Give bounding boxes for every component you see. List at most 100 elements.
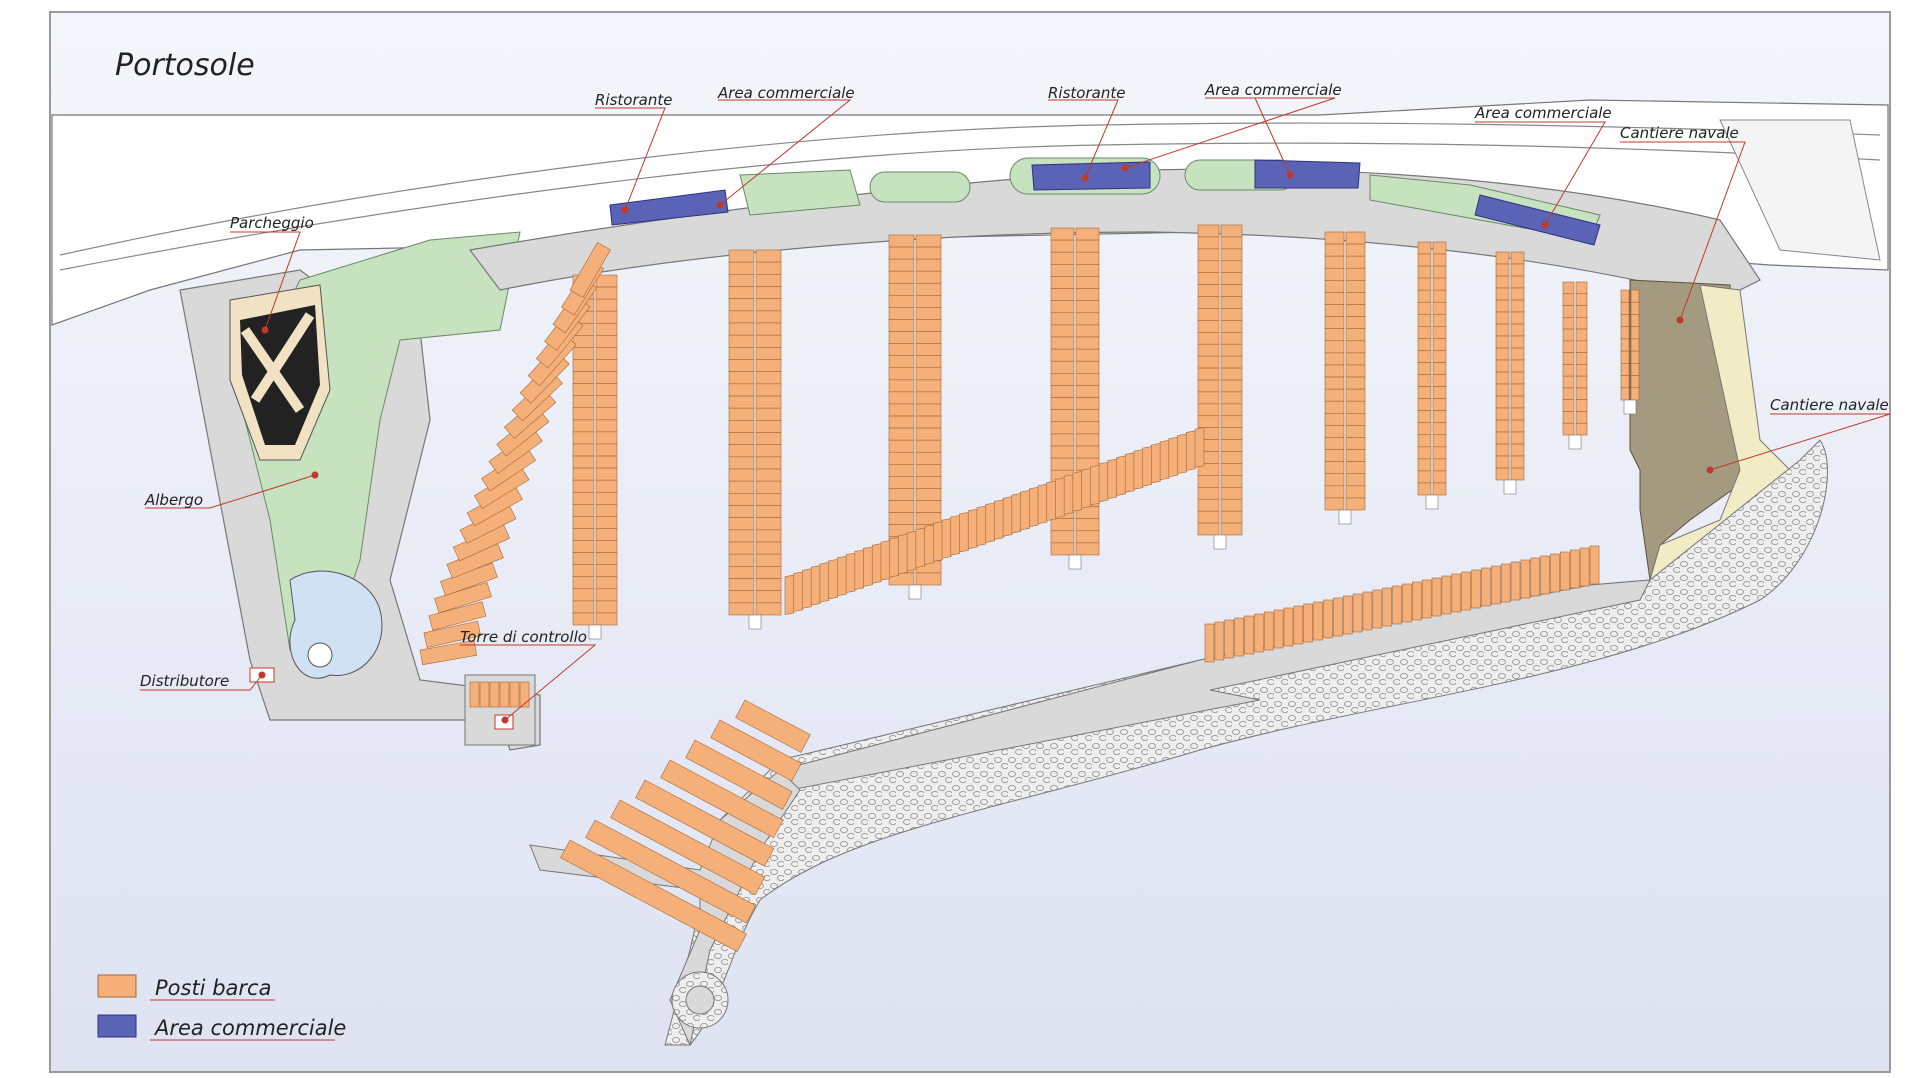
berth	[519, 681, 530, 708]
berth	[1220, 332, 1243, 345]
berth	[755, 383, 782, 397]
berth	[1197, 260, 1220, 273]
berth-fan	[419, 241, 611, 666]
leader-dot	[1081, 174, 1089, 182]
label-area-commerciale-2: Area commerciale	[1204, 81, 1342, 99]
label-cantiere-navale-2: Cantiere navale	[1770, 396, 1889, 414]
label-cantiere-navale-1: Cantiere navale	[1620, 124, 1739, 142]
berth	[967, 508, 978, 550]
berth	[1510, 395, 1525, 409]
berth	[1345, 449, 1366, 462]
pier-head	[1568, 434, 1582, 450]
berth	[755, 566, 782, 579]
berth	[1220, 439, 1243, 452]
berth	[888, 307, 915, 320]
berth	[1432, 326, 1447, 339]
leader-dot	[501, 716, 509, 724]
berth	[888, 234, 915, 248]
berth	[1050, 312, 1075, 326]
berth	[1046, 480, 1057, 521]
berth	[1490, 565, 1501, 605]
berth	[728, 505, 755, 518]
berth	[1075, 518, 1100, 532]
pier-5	[1197, 224, 1243, 550]
pier-head	[588, 624, 602, 640]
berth	[1116, 455, 1126, 496]
berth	[1461, 571, 1471, 611]
berth	[572, 504, 595, 517]
pier-head	[748, 614, 762, 630]
berth	[1055, 477, 1065, 518]
berth	[1220, 343, 1243, 357]
berth	[728, 456, 755, 470]
berth	[1432, 265, 1447, 279]
berth	[1197, 510, 1220, 524]
berth	[595, 419, 618, 433]
berth	[1197, 379, 1220, 393]
berth	[610, 799, 766, 896]
legend-label-berths: Posti barca	[155, 976, 271, 1000]
berth	[915, 258, 942, 272]
berth	[1471, 569, 1481, 609]
berth	[755, 298, 782, 312]
berth	[1220, 260, 1243, 273]
berth	[1345, 388, 1366, 402]
berth	[888, 246, 915, 260]
leader-dot	[258, 671, 266, 679]
berth	[1510, 359, 1525, 373]
berth	[1417, 422, 1432, 436]
berth	[1495, 323, 1510, 337]
berth	[1481, 567, 1491, 607]
berth	[1569, 549, 1580, 589]
berth	[1197, 308, 1220, 321]
berth	[1417, 410, 1432, 424]
berth	[755, 286, 782, 299]
berth	[888, 415, 915, 429]
berth	[595, 564, 618, 578]
berth	[1510, 311, 1525, 325]
berth	[1575, 387, 1588, 400]
berth	[1050, 348, 1075, 362]
berth	[950, 515, 961, 556]
berth	[1412, 581, 1422, 621]
berth	[728, 310, 755, 324]
berth	[1345, 267, 1366, 281]
berth	[915, 379, 942, 393]
berth	[1575, 340, 1588, 353]
berth	[1185, 430, 1196, 471]
berth	[1324, 316, 1345, 329]
berth	[915, 500, 942, 513]
berth	[755, 456, 782, 470]
leader-dot	[1676, 316, 1684, 324]
berth	[595, 552, 618, 565]
pier-9	[1562, 281, 1588, 450]
berth	[1324, 437, 1345, 450]
berth	[595, 479, 618, 493]
berth	[1432, 362, 1447, 375]
berth	[1345, 413, 1366, 426]
pier-head	[1425, 494, 1439, 510]
berth	[755, 420, 782, 433]
berth	[1495, 455, 1510, 469]
berth	[755, 541, 782, 555]
berth	[1345, 255, 1366, 269]
berth	[1510, 407, 1525, 421]
berth	[572, 407, 595, 421]
berth	[1432, 422, 1447, 436]
berth	[1441, 575, 1452, 615]
leader-line-11	[460, 644, 597, 721]
berth	[1075, 251, 1100, 265]
berth	[1234, 617, 1244, 657]
berth	[1075, 348, 1100, 362]
berth	[1324, 473, 1345, 487]
berth	[1324, 461, 1345, 475]
leader-line-5	[1254, 97, 1291, 176]
berth	[888, 367, 915, 381]
berth	[1495, 287, 1510, 301]
berth	[572, 383, 595, 396]
berth	[595, 322, 618, 336]
berth	[828, 558, 838, 600]
berth	[1050, 421, 1075, 435]
berth	[1451, 573, 1462, 613]
berth	[1421, 579, 1432, 619]
